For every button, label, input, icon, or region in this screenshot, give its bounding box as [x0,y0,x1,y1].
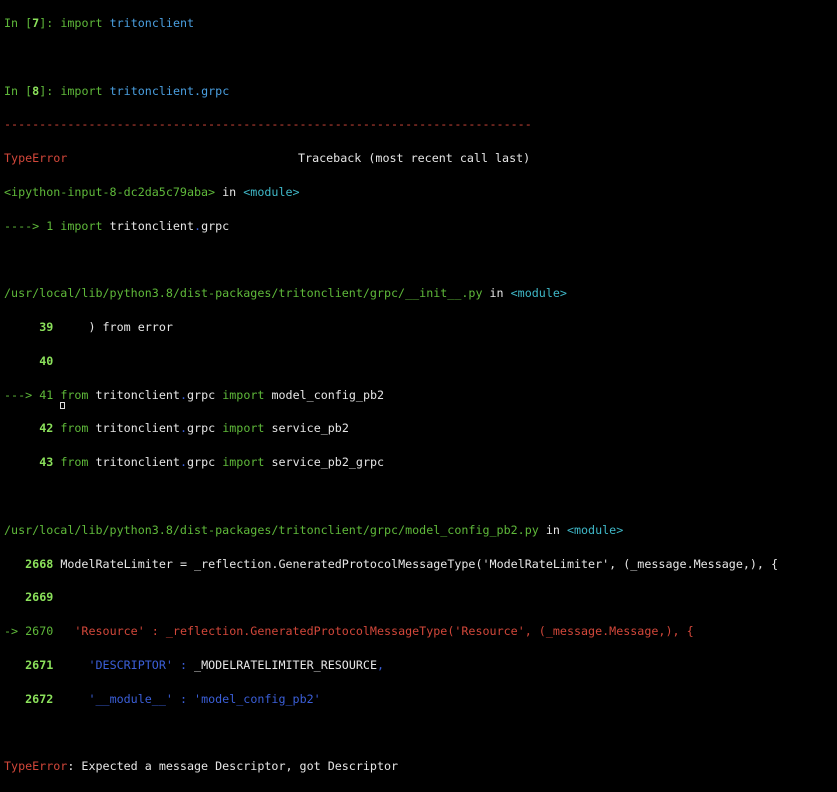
frame-init-header: /usr/local/lib/python3.8/dist-packages/t… [4,286,567,301]
frame-ipython-header: <ipython-input-8-dc2da5c79aba> in <modul… [4,184,300,199]
input-cell-8: In [8]: import tritonclient.grpc [4,83,230,98]
code-line-2669: 2669 [25,590,54,605]
code-line-42: 42 from tritonclient.grpc import service… [39,421,349,436]
text-cursor[interactable] [60,402,65,409]
frame-model-config-header: /usr/local/lib/python3.8/dist-packages/t… [4,522,624,537]
code-line-39: 39 ) from error [39,320,173,335]
error-message: TypeError: Expected a message Descriptor… [4,759,399,774]
traceback-separator: ----------------------------------------… [4,117,532,132]
code-line-2672: 2672 '__module__' : 'model_config_pb2' [25,691,321,706]
code-line-41: ---> 41 from tritonclient.grpc import mo… [4,387,385,402]
code-line-2668: 2668 ModelRateLimiter = _reflection.Gene… [25,556,779,571]
frame-ipython-line: ----> 1 import tritonclient.grpc [4,218,230,233]
code-line-43: 43 from tritonclient.grpc import service… [39,455,385,470]
code-line-2670: -> 2670 'Resource' : _reflection.Generat… [4,624,694,639]
code-line-40: 40 [39,353,54,368]
input-cell-7: In [7]: import tritonclient [4,15,195,30]
code-line-2671: 2671 'DESCRIPTOR' : _MODELRATELIMITER_RE… [25,658,385,673]
terminal-output: In [7]: import tritonclient In [8]: impo… [4,0,778,792]
